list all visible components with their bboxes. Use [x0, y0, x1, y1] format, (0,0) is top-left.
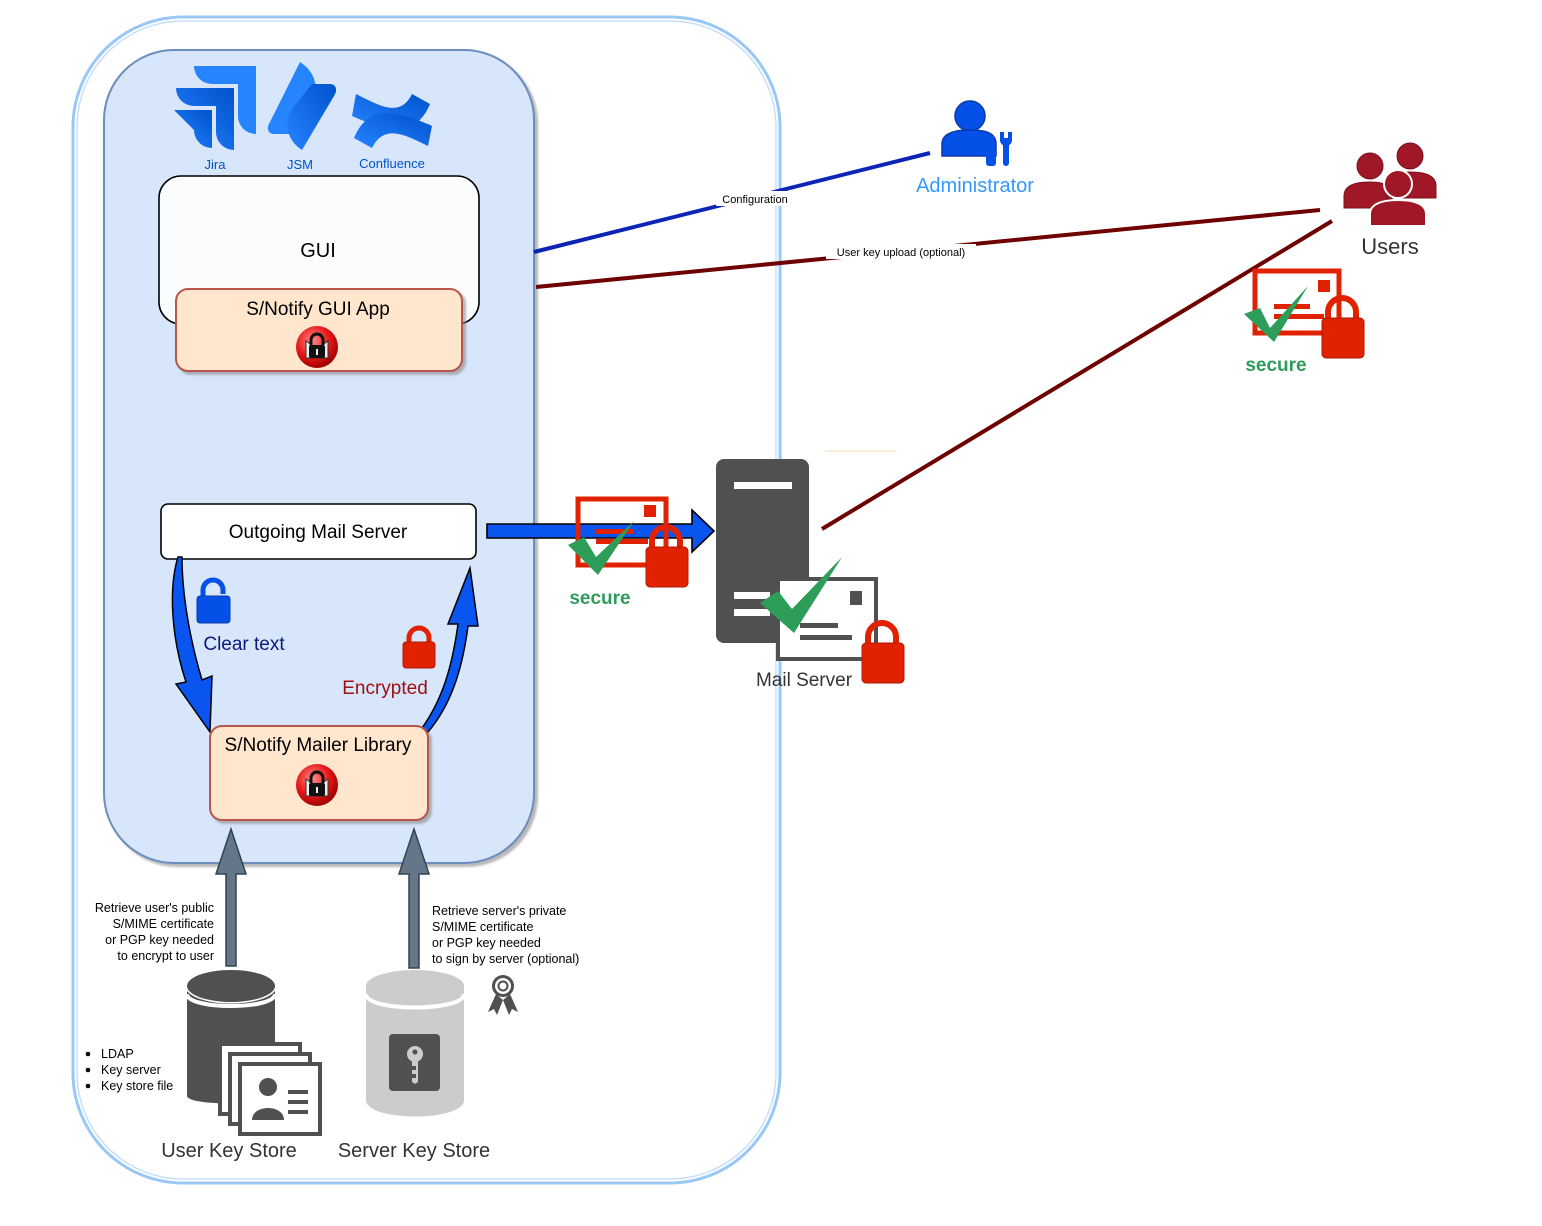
outgoing-mail-server-label: Outgoing Mail Server — [229, 522, 408, 543]
svg-text:to encrypt to user: to encrypt to user — [117, 949, 214, 963]
users-icon — [1343, 142, 1437, 227]
snotify-lock-badge-icon — [296, 326, 338, 368]
certificate-ribbon-icon — [488, 975, 518, 1015]
snotify-mailer-library-label: S/Notify Mailer Library — [225, 735, 412, 756]
gui-label: GUI — [300, 240, 336, 262]
clear-text-label: Clear text — [203, 634, 285, 655]
users-secure-envelope-icon — [1244, 268, 1365, 359]
svg-text:Retrieve user's public: Retrieve user's public — [95, 901, 214, 915]
user-key-store-arrow — [214, 826, 248, 967]
configuration-edge: Configuration — [533, 151, 931, 254]
jira-logo-icon — [174, 66, 256, 150]
users-mail-server-edge — [820, 219, 1334, 531]
checkmark-icon — [760, 557, 842, 633]
lock-closed-icon — [645, 524, 689, 588]
source-item: Key server — [101, 1063, 161, 1077]
svg-text:or PGP key needed: or PGP key needed — [105, 933, 214, 947]
configuration-label: Configuration — [722, 194, 787, 206]
svg-text:to sign by server (optional): to sign by server (optional) — [432, 952, 579, 966]
checkmark-icon — [1244, 286, 1308, 342]
outgoing-mail-server-box[interactable]: Outgoing Mail Server — [160, 503, 477, 560]
clear-text-arrow — [171, 556, 213, 735]
lock-closed-icon — [1321, 295, 1365, 359]
lock-closed-icon — [861, 620, 905, 684]
server-key-store-database-icon — [364, 970, 466, 1117]
users-secure-label: secure — [1245, 355, 1306, 376]
svg-text:S/MIME certificate: S/MIME certificate — [432, 920, 533, 934]
snotify-mailer-library-box[interactable]: S/Notify Mailer Library — [209, 725, 429, 821]
user-key-upload-edge: User key upload (optional) — [535, 208, 1321, 289]
transit-secure-label: secure — [569, 588, 630, 609]
contact-cards-icon — [218, 1042, 322, 1136]
server-key-store-label: Server Key Store — [338, 1140, 490, 1162]
svg-text:or PGP key needed: or PGP key needed — [432, 936, 541, 950]
administrator-label: Administrator — [916, 175, 1034, 197]
jira-label: Jira — [205, 157, 227, 172]
server-key-store-arrow — [397, 826, 431, 969]
mail-server-label: Mail Server — [756, 670, 853, 691]
snotify-gui-app-label: S/Notify GUI App — [246, 299, 390, 320]
snotify-gui-app-box[interactable]: S/Notify GUI App — [175, 288, 463, 372]
lock-open-icon — [196, 577, 231, 624]
transit-secure-envelope-icon — [568, 496, 689, 588]
snotify-lock-badge-icon — [296, 764, 338, 806]
users-label: Users — [1361, 234, 1418, 259]
confluence-label: Confluence — [359, 156, 425, 171]
svg-text:Retrieve server's private: Retrieve server's private — [432, 904, 566, 918]
jsm-logo-icon — [267, 62, 337, 150]
administrator-icon — [941, 100, 1012, 166]
encrypted-label: Encrypted — [342, 678, 428, 699]
user-key-store-sources: LDAP Key server Key store file — [85, 1047, 173, 1093]
source-item: Key store file — [101, 1079, 173, 1093]
jsm-label: JSM — [287, 157, 313, 172]
user-key-upload-label: User key upload (optional) — [837, 247, 965, 259]
confluence-logo-icon — [352, 94, 432, 148]
key-icon — [407, 1046, 423, 1084]
source-item: LDAP — [101, 1047, 134, 1061]
user-key-store-label: User Key Store — [161, 1140, 297, 1162]
retrieve-server-note: Retrieve server's private S/MIME certifi… — [432, 904, 579, 966]
retrieve-user-note: Retrieve user's public S/MIME certificat… — [95, 901, 214, 963]
checkmark-icon — [568, 521, 634, 575]
svg-text:S/MIME certificate: S/MIME certificate — [113, 917, 214, 931]
lock-closed-icon — [402, 625, 436, 669]
encrypted-arrow — [420, 565, 479, 733]
mail-server-icon — [716, 459, 905, 684]
